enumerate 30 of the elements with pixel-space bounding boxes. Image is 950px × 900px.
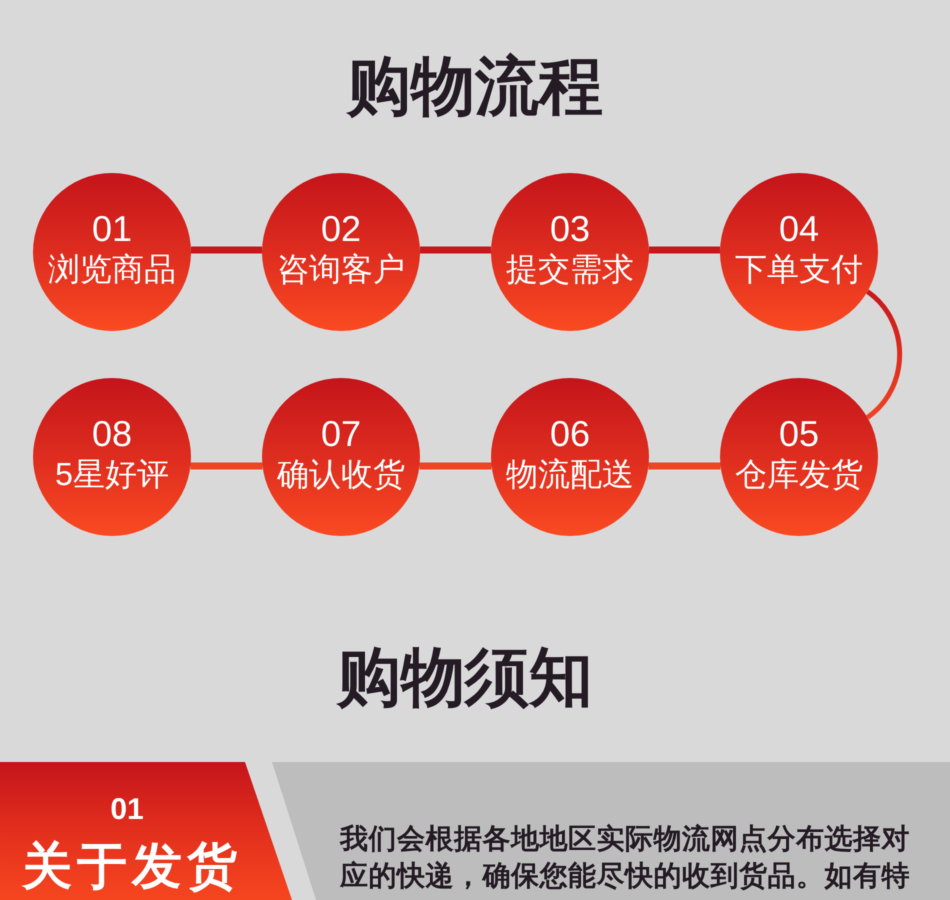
step-number: 02 bbox=[320, 211, 362, 247]
step-label: 咨询客户 bbox=[277, 253, 405, 285]
step-label: 浏览商品 bbox=[48, 253, 176, 285]
page-title: 购物流程 bbox=[347, 54, 603, 118]
notice-text: 我们会根据各地地区实际物流网点分布选择对应的快递，确保您能尽快的收到货品。如有特 bbox=[340, 822, 911, 893]
tab-title: 关于发货 bbox=[22, 841, 242, 891]
connector-line bbox=[420, 246, 492, 254]
step-number: 03 bbox=[550, 211, 590, 247]
section-tab bbox=[0, 762, 292, 900]
step-number: 06 bbox=[550, 416, 590, 452]
connector-line bbox=[419, 462, 492, 470]
step-number: 05 bbox=[778, 416, 820, 452]
tab-number: 01 bbox=[110, 795, 144, 825]
section-heading: 购物须知 bbox=[337, 645, 593, 709]
step-number: 07 bbox=[320, 416, 362, 452]
step-label: 确认收货 bbox=[277, 458, 405, 490]
step-label: 仓库发货 bbox=[735, 458, 863, 490]
step-label: 物流配送 bbox=[506, 458, 634, 490]
connector-line bbox=[648, 246, 720, 254]
step-label: 5星好评 bbox=[55, 458, 169, 490]
connector-line bbox=[648, 462, 721, 470]
notice-panel bbox=[272, 762, 950, 900]
step-number: 08 bbox=[92, 416, 132, 452]
step-label: 下单支付 bbox=[735, 253, 863, 285]
connector-line bbox=[190, 246, 262, 254]
step-number: 01 bbox=[92, 211, 132, 247]
connector-line bbox=[866, 290, 902, 420]
step-number: 04 bbox=[778, 211, 820, 247]
step-label: 提交需求 bbox=[506, 253, 634, 285]
connector-line bbox=[190, 462, 263, 470]
